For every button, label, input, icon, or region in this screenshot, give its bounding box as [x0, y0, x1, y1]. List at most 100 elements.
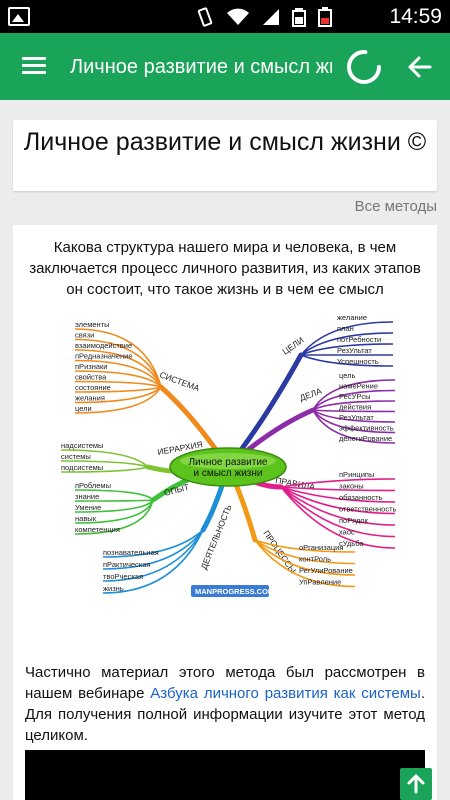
page-title: Личное развитие и смысл жизни © [23, 128, 427, 156]
mind-map-leaf-line [312, 409, 396, 444]
sim-icon [292, 8, 306, 27]
mind-map-leaf-line [280, 486, 396, 492]
mind-map-leaf-line [312, 400, 396, 411]
status-icons [196, 6, 332, 28]
mind-map-leaf-line [280, 486, 396, 549]
mind-map-leaf-line [254, 539, 356, 588]
mind-map-leaf-label: желания [75, 394, 105, 403]
mind-map-leaf-label: делегиРование [339, 434, 392, 443]
loading-spinner-icon [347, 50, 381, 84]
mind-map-leaf-line [280, 486, 396, 515]
webinar-link[interactable]: Азбука личного развития как системы [150, 685, 421, 702]
mind-map-leaf-label: Успешность [337, 357, 379, 366]
signal-icon [263, 9, 279, 25]
title-card: Личное развитие и смысл жизни © [13, 120, 437, 191]
mind-map-leaf-label: сУдьба [339, 539, 364, 548]
mind-map-leaf-line [102, 529, 204, 570]
app-bar: Личное развитие и смысл жизни © [0, 33, 450, 100]
mind-map-leaf-label: ответственность [339, 505, 397, 514]
mind-map-leaf-label: цели [75, 404, 92, 413]
mind-map-leaf-label: РесУРсы [339, 392, 371, 401]
mind-map-leaf-label: навык [75, 514, 97, 523]
mind-map-leaf-line [60, 449, 149, 468]
mind-map-leaf-line [74, 386, 162, 414]
mind-map-leaf-label: РезУльтат [337, 346, 372, 355]
mind-map-leaf-label: потРебности [337, 335, 381, 344]
mind-map-leaf-line [254, 539, 356, 565]
mind-map-leaf-label: поРядок [339, 516, 369, 525]
mind-map-leaf-line [280, 486, 396, 526]
mind-map-branch-label: ДЕЯТЕЛЬНОСТЬ [199, 503, 234, 571]
vibrate-icon [197, 7, 213, 27]
mind-map-leaf-label: эффективность [339, 424, 394, 433]
mind-map-leaf-label: РегУлиРование [299, 566, 353, 575]
mind-map-leaf-line [312, 409, 396, 413]
mind-map-leaf-label: РезУльтат [339, 413, 374, 422]
mind-map-leaf-label: Умение [75, 503, 101, 512]
mind-map-leaf-line [74, 370, 162, 388]
mind-map-leaf-label: знание [75, 492, 99, 501]
mind-map-leaf-label: пРактическая [103, 560, 150, 569]
mind-map-leaf-label: УпРавление [299, 578, 341, 587]
watermark-badge [191, 585, 269, 597]
mind-map-leaf-label: действия [339, 403, 371, 412]
battery-icon [318, 7, 332, 27]
mind-map-leaf-label: жизнь [103, 584, 124, 593]
mind-map-leaf-line [300, 343, 394, 356]
mind-map-leaf-line [254, 539, 356, 553]
mind-map-leaf-line [74, 499, 154, 524]
mind-map-leaf-label: системы [61, 452, 91, 461]
all-methods-link[interactable]: Все методы [354, 198, 437, 215]
mind-map-center-highlight [180, 453, 276, 469]
mind-map-leaf-label: цель [339, 371, 356, 380]
status-bar: 14:59 [0, 0, 450, 33]
mind-map-leaf-label: пРинципы [339, 470, 374, 479]
mind-map-leaf-label: познавательная [103, 548, 159, 557]
paragraph-text-start: Частично материал этого метода был рассм… [25, 664, 425, 702]
paragraph-text-end: . Для получения полной информации изучит… [25, 685, 425, 744]
mind-map-leaf-line [280, 486, 396, 503]
mind-map-leaf-label: план [337, 324, 354, 333]
mind-map-leaf-line [280, 486, 396, 538]
status-time: 14:59 [389, 5, 442, 28]
mind-map-leaf-label: пРедназначение [75, 352, 133, 361]
back-arrow-icon[interactable] [404, 51, 436, 83]
mind-map-leaf-line [74, 328, 162, 388]
menu-icon[interactable] [18, 53, 50, 79]
app-bar-title: Личное развитие и смысл жизни © [70, 56, 332, 78]
mind-map-leaf-line [74, 380, 162, 388]
mind-map-leaf-line [312, 389, 396, 411]
mind-map-leaf-line [60, 466, 149, 473]
watermark-text: MANPROGRESS.COM [195, 587, 274, 596]
gallery-notification-icon [8, 7, 30, 26]
mind-map-leaf-label: пРизнаки [75, 362, 107, 371]
mind-map-leaf-label: пРоблемы [75, 481, 111, 490]
mind-map-leaf-label: состояние [75, 383, 111, 392]
arrow-up-icon [407, 774, 425, 794]
wifi-icon [227, 8, 249, 25]
mind-map-branch-label: ОПЫТ [163, 482, 190, 498]
mind-map-leaf-line [300, 321, 394, 356]
mind-map-leaf-line [74, 359, 162, 388]
mind-map-center-label: Личное развитие [188, 457, 267, 468]
intro-text: Какова структура нашего мира и человека,… [29, 239, 421, 298]
mind-map-leaf-label: взаимодействие [75, 341, 132, 350]
mind-map-leaf-line [60, 460, 149, 468]
scroll-to-top-button[interactable] [400, 768, 432, 800]
mind-map-leaf-line [312, 379, 396, 411]
mind-map-leaf-label: компетенция [75, 525, 120, 534]
mind-map-leaf-label: связи [75, 331, 94, 340]
video-player[interactable] [25, 750, 425, 800]
mind-map-leaf-line [102, 529, 204, 582]
mind-map-leaf-line [300, 332, 394, 356]
mind-map-leaf-label: подсистемы [61, 463, 103, 472]
description-paragraph: Частично материал этого метода был рассм… [25, 662, 425, 746]
mind-map-leaf-label: намеРение [339, 382, 378, 391]
mind-map-leaf-label: твоРческая [103, 572, 143, 581]
mind-map-center-label: и смысл жизни [193, 468, 262, 479]
mind-map-leaf-label: оРганизация [299, 543, 343, 552]
mind-map-leaf-line [74, 338, 162, 388]
mind-map-leaf-line [74, 489, 154, 501]
mind-map-leaf-line [102, 529, 204, 558]
mind-map-leaf-label: законы [339, 482, 364, 491]
